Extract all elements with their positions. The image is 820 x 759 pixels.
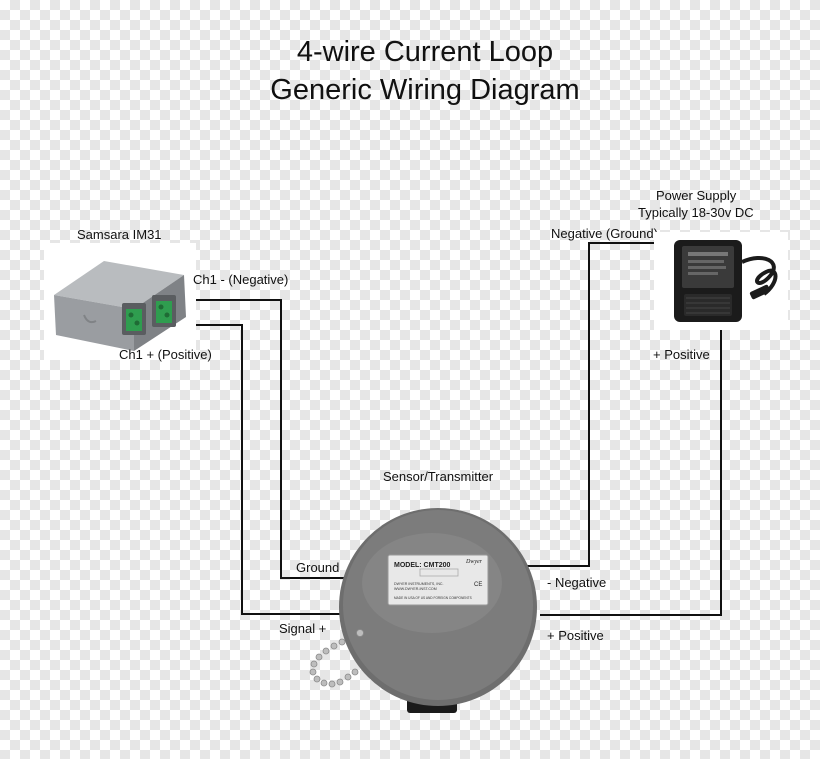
nameplate-maker: Dwyer	[465, 559, 483, 565]
power-supply-image	[654, 232, 788, 330]
sensor-signal-label: Signal +	[279, 621, 327, 636]
wire-psu-negative-to-sensor-negative	[525, 242, 676, 567]
wire-ch1-positive-to-signal	[196, 324, 345, 615]
nameplate-line-1: DWYER INSTRUMENTS, INC.	[394, 582, 444, 586]
nameplate-line-3: MADE IN USA OF US AND FOREIGN COMPONENTS	[394, 596, 472, 600]
model-nameplate: MODEL: CMT200 Dwyer DWYER INSTRUMENTS, I…	[387, 554, 489, 606]
wire-psu-positive-to-sensor-positive	[540, 330, 722, 616]
sensor-name-label: Sensor/Transmitter	[383, 469, 494, 484]
ch1-negative-label: Ch1 - (Negative)	[193, 272, 289, 287]
sensor-transmitter-image: MODEL: CMT200 Dwyer DWYER INSTRUMENTS, I…	[309, 508, 537, 713]
diagram-title-line-1: 4-wire Current Loop	[296, 36, 554, 68]
samsara-im31-image	[44, 243, 196, 360]
sensor-ground-label: Ground	[296, 560, 340, 575]
wire-ch1-negative-to-ground	[196, 299, 350, 579]
ch1-positive-label: Ch1 + (Positive)	[119, 347, 212, 362]
psu-positive-label: + Positive	[653, 347, 710, 362]
psu-negative-label: Negative (Ground)	[551, 226, 658, 241]
nameplate-model: MODEL: CMT200	[394, 562, 451, 569]
gateway-device-icon	[54, 261, 186, 351]
nameplate-line-2: WWW.DWYER-INST.COM	[394, 587, 437, 591]
power-supply-label: Power Supply	[656, 188, 737, 203]
sensor-negative-label: - Negative	[547, 575, 607, 590]
diagram-title-line-2: Generic Wiring Diagram	[270, 74, 580, 106]
device-name-label: Samsara IM31	[77, 227, 162, 242]
power-supply-spec-label: Typically 18-30v DC	[638, 205, 754, 220]
power-adapter-icon	[674, 240, 778, 322]
sensor-positive-label: + Positive	[547, 628, 604, 643]
nameplate-ce-mark: CE	[474, 582, 482, 588]
